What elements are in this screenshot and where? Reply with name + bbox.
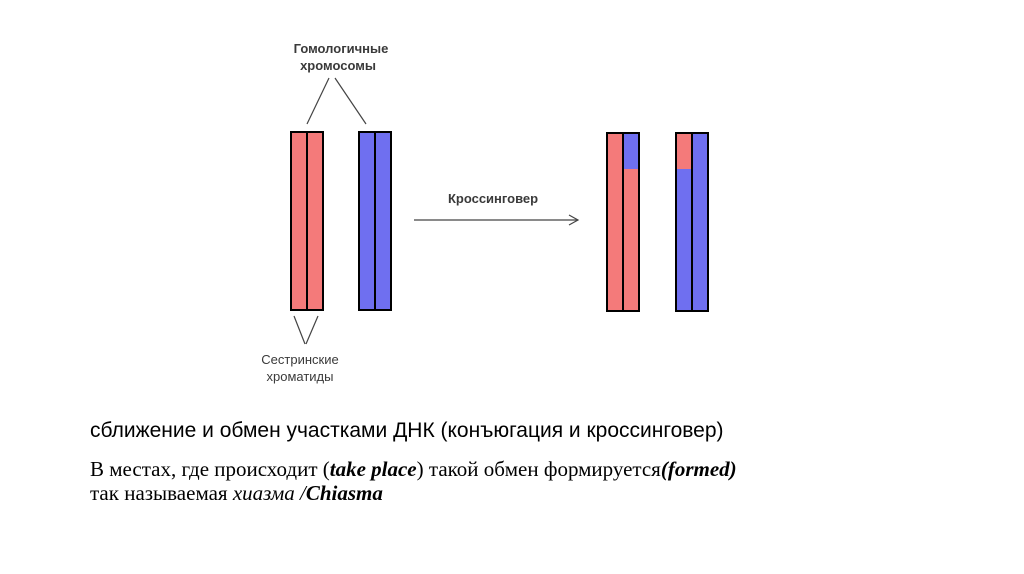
label-sister-chromatids: Сестринские — [261, 352, 338, 367]
label-homologous-chromosomes: Гомологичные — [294, 41, 389, 56]
caption-line-2: В местах, где происходит (take place) та… — [90, 457, 737, 481]
caption-line-3: так называемая хиазма /Chiasma — [90, 481, 737, 505]
caption-line-1: сближение и обмен участками ДНК (конъюга… — [90, 419, 724, 442]
maternal-chromosome — [291, 132, 323, 310]
caption-line-2-part-a: В местах, где происходит ( — [90, 457, 330, 481]
caption-conjugation: сближение и обмен участками ДНК (конъюга… — [90, 419, 724, 443]
recombinant-maternal-chromosome — [607, 133, 639, 311]
label-sister-chromatids-line2: хроматиды — [267, 369, 334, 384]
caption-term-formed: (formed) — [661, 457, 737, 481]
label-homologous-chromosomes-line2: хромосомы — [300, 58, 376, 73]
caption-term-chiasma-en: Chiasma — [306, 481, 383, 505]
caption-term-chiasma-ru: хиазма / — [233, 481, 306, 505]
caption-line-2-part-c: ) такой обмен формируется — [417, 457, 661, 481]
caption-chiasma: В местах, где происходит (take place) та… — [90, 457, 737, 505]
sister-chromatids-pointer-lines — [294, 316, 318, 344]
arrow-right-icon — [414, 215, 578, 225]
homologous-pointer-lines — [307, 78, 366, 124]
recombinant-paternal-chromosome — [676, 133, 708, 311]
exchanged-segment — [677, 134, 691, 169]
caption-term-take-place: take place — [330, 457, 417, 481]
paternal-chromosome — [359, 132, 391, 310]
exchanged-segment — [624, 134, 638, 169]
label-crossover: Кроссинговер — [448, 191, 538, 206]
caption-line-3-part-a: так называемая — [90, 481, 233, 505]
